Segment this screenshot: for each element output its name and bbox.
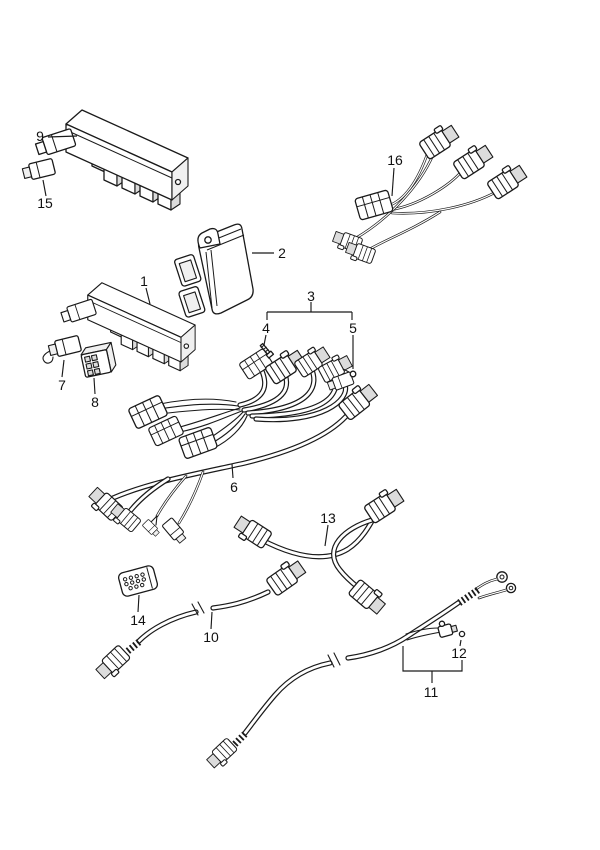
part-label-10: 10 <box>203 629 219 645</box>
part-label-4: 4 <box>262 320 270 336</box>
leader-line-4 <box>263 334 267 346</box>
part-label-8: 8 <box>91 394 99 410</box>
leader-line-15 <box>42 179 47 197</box>
part-11-battery-cable <box>204 571 517 772</box>
part-label-9: 9 <box>36 128 44 144</box>
part-label-15: 15 <box>37 195 53 211</box>
leader-line-9 <box>47 135 78 138</box>
leader-line-6 <box>231 463 234 479</box>
part-12-clamp <box>405 620 466 641</box>
part-label-2: 2 <box>278 245 286 261</box>
leader-line-8 <box>93 377 96 395</box>
part-1-junction-box <box>60 283 195 371</box>
part-7-connector <box>42 334 83 364</box>
leader-line-7 <box>61 359 65 378</box>
leader-line-13 <box>324 524 329 547</box>
bracket-3 <box>266 302 353 320</box>
leader-line-10 <box>210 611 213 630</box>
part-label-12: 12 <box>451 645 467 661</box>
bracket-11 <box>402 646 463 683</box>
part-label-11: 11 <box>424 684 439 700</box>
part-5-terminal <box>342 368 357 378</box>
part-label-16: 16 <box>387 152 403 168</box>
part-8-connector <box>80 341 117 378</box>
part-3-harness-assembly <box>127 341 355 460</box>
part-4-bolt <box>259 342 275 359</box>
part-label-7: 7 <box>58 377 66 393</box>
leader-line-1 <box>145 287 151 305</box>
part-9-junction-box <box>34 110 188 210</box>
part-15-connector <box>20 157 57 183</box>
part-label-1: 1 <box>140 273 148 289</box>
part-label-14: 14 <box>130 612 146 628</box>
part-label-6: 6 <box>230 479 238 495</box>
part-14-connector-cap <box>117 565 159 597</box>
part-label-5: 5 <box>349 320 357 336</box>
leader-line-14 <box>137 594 140 613</box>
part-6-wire-harness <box>84 379 380 546</box>
part-2-ecm <box>174 223 254 318</box>
part-13-cable <box>230 483 407 617</box>
leader-line-12 <box>459 639 462 647</box>
part-16-sub-wire-harness <box>330 119 530 267</box>
leader-line-16 <box>391 167 395 197</box>
part-label-13: 13 <box>320 510 336 526</box>
part-10-cable <box>93 555 309 684</box>
part-label-3: 3 <box>307 288 315 304</box>
